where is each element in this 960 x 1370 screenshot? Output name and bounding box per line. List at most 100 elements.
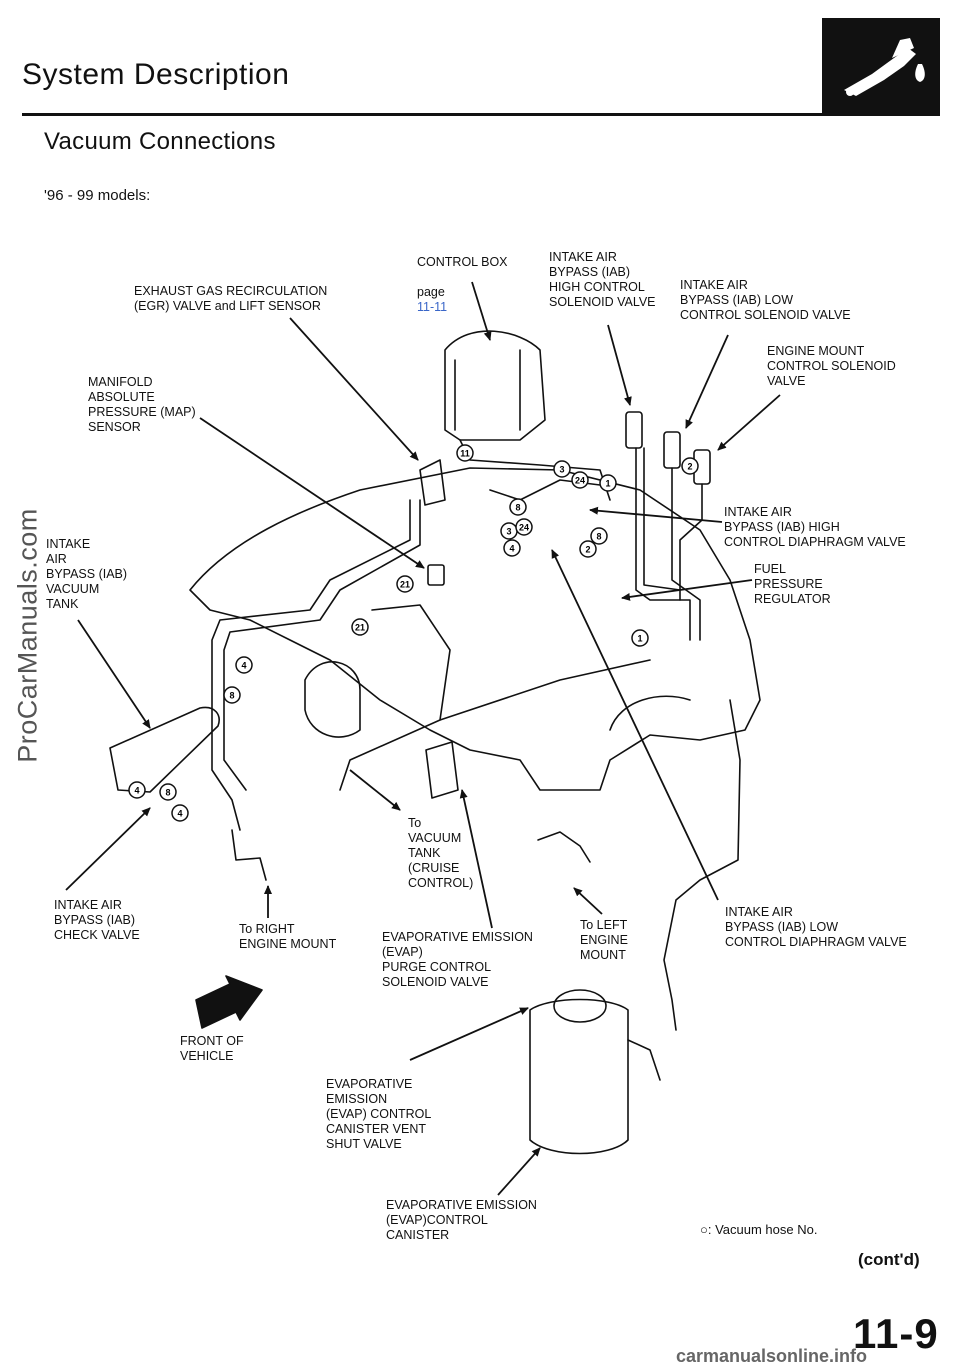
hose-number-3: 3: [500, 522, 518, 540]
hose-number-11: 11: [456, 444, 474, 462]
svg-text:4: 4: [134, 786, 139, 796]
hose-number-3: 3: [553, 460, 571, 478]
leader-control-box: [471, 281, 492, 341]
label-evap-vent-shut: EVAPORATIVE EMISSION (EVAP) CONTROL CANI…: [326, 1077, 432, 1151]
svg-text:1: 1: [637, 634, 642, 644]
hose-number-24: 24: [571, 471, 589, 489]
iab-low-solenoid: [663, 431, 681, 469]
svg-text:1: 1: [605, 479, 610, 489]
hose-bundle-2: [643, 447, 681, 591]
legend-symbol: ○:: [700, 1222, 712, 1237]
page-title: System Description: [22, 58, 290, 91]
svg-text:2: 2: [687, 462, 692, 472]
fuel-nozzle-badge: [822, 18, 940, 114]
page-number: 11-9: [853, 1310, 939, 1357]
control-box-text: CONTROL BOX: [417, 255, 508, 269]
svg-text:24: 24: [519, 523, 529, 533]
label-iab-high-control-solenoid: INTAKE AIR BYPASS (IAB) HIGH CONTROL SOL…: [549, 250, 656, 309]
hose-legend: ○: Vacuum hose No.: [700, 1222, 817, 1237]
left-mount-bracket: [537, 831, 591, 863]
front-arrow-icon: [195, 975, 263, 1029]
label-evap-canister: EVAPORATIVE EMISSION (EVAP)CONTROL CANIS…: [386, 1198, 537, 1242]
label-iab-low-control-solenoid: INTAKE AIR BYPASS (IAB) LOW CONTROL SOLE…: [680, 278, 851, 322]
page-ref-link[interactable]: 11-11: [417, 300, 448, 314]
label-iab-check-valve: INTAKE AIR BYPASS (IAB) CHECK VALVE: [54, 898, 140, 942]
hose-number-8: 8: [509, 498, 527, 516]
purge-solenoid: [425, 741, 459, 799]
model-years: '96 - 99 models:: [44, 187, 151, 204]
hose-bundle-3: [671, 467, 701, 641]
label-evap-purge: EVAPORATIVE EMISSION (EVAP) PURGE CONTRO…: [382, 930, 533, 989]
leader-purge: [459, 789, 493, 929]
legend-text: Vacuum hose No.: [715, 1222, 818, 1237]
fuel-nozzle-icon: [844, 38, 925, 96]
hose-number-1: 1: [599, 474, 617, 492]
leader-egr: [289, 317, 419, 461]
hose-number-4: 4: [235, 656, 253, 674]
hose-number-24: 24: [515, 518, 533, 536]
control-box: [444, 330, 546, 441]
leader-iab-low-sol: [685, 334, 729, 429]
label-front-of-vehicle: FRONT OF VEHICLE: [180, 1034, 244, 1063]
hose-number-8: 8: [159, 783, 177, 801]
leader-fuel-reg: [621, 579, 753, 601]
hose-run-left-1: [211, 499, 411, 831]
svg-text:2: 2: [585, 545, 590, 555]
label-iab-high-diaphragm: INTAKE AIR BYPASS (IAB) HIGH CONTROL DIA…: [724, 505, 906, 549]
leader-iab-high-diaphragm: [589, 506, 723, 523]
hose-number-8: 8: [590, 527, 608, 545]
hose-bundle-1: [635, 447, 691, 641]
label-egr-valve: EXHAUST GAS RECIRCULATION (EGR) VALVE an…: [134, 284, 328, 313]
hose-number-4: 4: [128, 781, 146, 799]
leader-left-mount: [573, 887, 603, 915]
label-to-left-mount: To LEFT ENGINE MOUNT: [580, 918, 628, 962]
svg-text:4: 4: [509, 544, 514, 554]
label-engine-mount-solenoid: ENGINE MOUNT CONTROL SOLENOID VALVE: [767, 344, 896, 388]
label-iab-low-diaphragm: INTAKE AIR BYPASS (IAB) LOW CONTROL DIAP…: [725, 905, 907, 949]
map-sensor: [427, 564, 445, 586]
footer-site: carmanualsonline.info: [676, 1346, 868, 1366]
hose-number-4: 4: [171, 804, 189, 822]
leader-iab-tank: [77, 619, 151, 729]
hose-number-21: 21: [351, 618, 369, 636]
label-iab-vacuum-tank: INTAKE AIR BYPASS (IAB) VACUUM TANK: [46, 537, 128, 611]
label-fuel-pressure-regulator: FUEL PRESSURE REGULATOR: [754, 562, 831, 606]
svg-text:21: 21: [400, 580, 410, 590]
engine-outline: [189, 467, 761, 791]
hose-number-4: 4: [503, 539, 521, 557]
hose-number-1: 1: [631, 629, 649, 647]
egr-valve: [419, 459, 446, 506]
svg-text:8: 8: [515, 503, 520, 513]
resonator: [304, 661, 361, 738]
leader-mount-sol: [717, 394, 781, 451]
svg-text:24: 24: [575, 476, 585, 486]
leader-canister: [497, 1147, 541, 1196]
leader-map: [199, 417, 425, 569]
hose-run-left-2: [223, 499, 421, 791]
iab-high-solenoid: [625, 411, 643, 449]
title-rule: [22, 113, 940, 116]
svg-text:3: 3: [559, 465, 564, 475]
leader-iab-low-diaphragm: [551, 549, 719, 901]
hose-number-8: 8: [223, 686, 241, 704]
svg-text:21: 21: [355, 623, 365, 633]
label-map-sensor: MANIFOLD ABSOLUTE PRESSURE (MAP) SENSOR: [88, 375, 196, 434]
svg-text:8: 8: [596, 532, 601, 542]
hose-number-2: 2: [579, 540, 597, 558]
hose-number-21: 21: [396, 575, 414, 593]
leader-iab-high-sol: [607, 324, 632, 406]
right-mount-bracket: [231, 829, 267, 881]
svg-text:8: 8: [229, 691, 234, 701]
plenum-line: [439, 659, 651, 721]
leader-vent-shut: [409, 1007, 529, 1061]
watermark: ProCarManuals.com: [12, 508, 43, 763]
label-to-right-mount: To RIGHT ENGINE MOUNT: [239, 922, 337, 951]
svg-text:4: 4: [241, 661, 246, 671]
section-title: Vacuum Connections: [44, 128, 276, 155]
evap-canister: [529, 998, 629, 1155]
engine-inner-curve: [609, 695, 691, 731]
hose-bundle-4: [679, 483, 703, 601]
canister-hose: [663, 699, 741, 1031]
leader-check-valve: [65, 807, 151, 891]
